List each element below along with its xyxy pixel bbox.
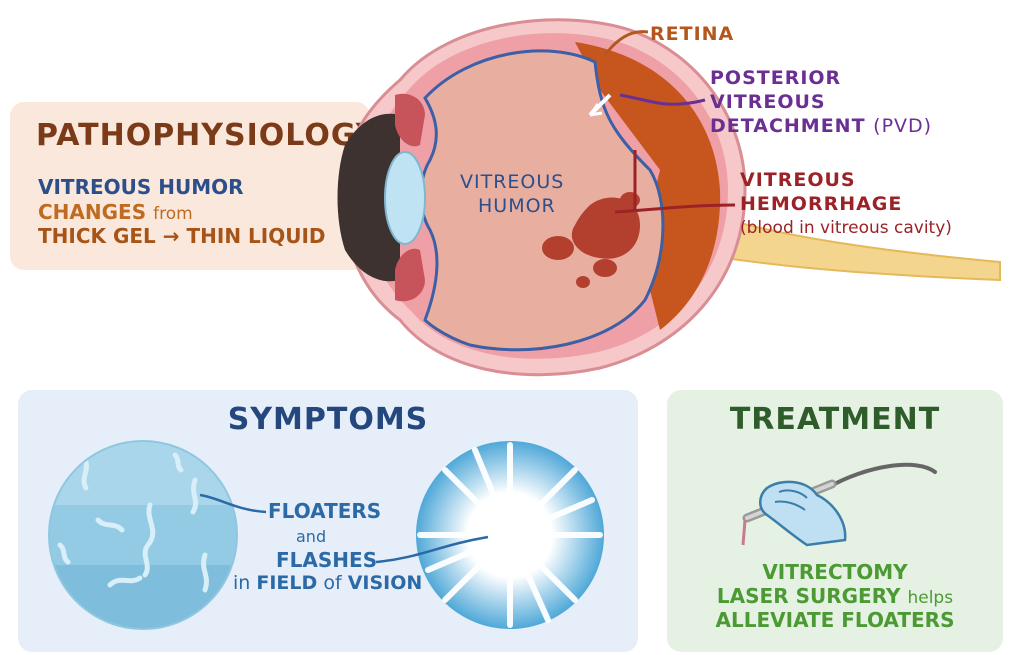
pvd-detachment-text: DETACHMENT <box>710 115 866 137</box>
pathophysiology-panel <box>10 102 370 270</box>
vitreous-humor-label-line1: VITREOUS <box>460 171 565 193</box>
patho-line-gel-liquid: THICK GEL → THIN LIQUID <box>38 224 326 248</box>
pathophysiology-title: PATHOPHYSIOLOGY <box>36 118 379 153</box>
fov-of-text: of <box>323 572 342 594</box>
laser-surgery-text: LASER SURGERY <box>716 584 901 608</box>
pvd-label-line1: POSTERIOR <box>710 67 842 89</box>
hemorrhage-note: (blood in vitreous cavity) <box>740 218 952 238</box>
helps-text: helps <box>907 588 954 608</box>
alleviate-floaters-label: ALLEVIATE FLOATERS <box>715 608 955 632</box>
flashes-vision-circle <box>416 441 604 629</box>
pvd-label-line2: VITREOUS <box>710 91 826 113</box>
patho-line-changes: CHANGES from <box>38 200 193 224</box>
and-label: and <box>296 527 327 546</box>
patho-changes-text: CHANGES <box>38 200 147 224</box>
laser-surgery-line: LASER SURGERY helps <box>667 584 1003 608</box>
floaters-vision-circle <box>49 441 237 629</box>
vitrectomy-label: VITRECTOMY <box>762 560 908 584</box>
field-of-vision-label: in FIELD of VISION <box>233 572 422 594</box>
patho-line-vitreous-humor: VITREOUS HUMOR <box>38 175 244 199</box>
fov-in-text: in <box>233 572 251 594</box>
retina-label: RETINA <box>650 23 735 45</box>
arrow-right-icon: → <box>162 224 180 248</box>
vitreous-humor-label-line2: HUMOR <box>478 195 556 217</box>
flashes-label: FLASHES <box>276 548 378 572</box>
eye-cross-section-illustration <box>337 18 1001 377</box>
floaters-label: FLOATERS <box>268 499 382 523</box>
patho-thin-liquid-text: THIN LIQUID <box>186 224 326 248</box>
pvd-label-line3: DETACHMENT (PVD) <box>710 114 932 138</box>
hemorrhage-label-line1: VITREOUS <box>740 169 856 191</box>
symptoms-title: SYMPTOMS <box>227 402 429 437</box>
hemorrhage-label-line2: HEMORRHAGE <box>740 193 903 215</box>
treatment-title: TREATMENT <box>729 402 941 437</box>
patho-thick-gel-text: THICK GEL <box>38 224 156 248</box>
pvd-abbr-text: (PVD) <box>873 115 933 137</box>
patho-from-text: from <box>153 204 193 224</box>
symptoms-illustrations <box>48 440 604 630</box>
fov-field-text: FIELD <box>256 572 318 594</box>
fov-vision-text: VISION <box>347 572 423 594</box>
gloved-hand-tool-icon <box>741 462 937 547</box>
